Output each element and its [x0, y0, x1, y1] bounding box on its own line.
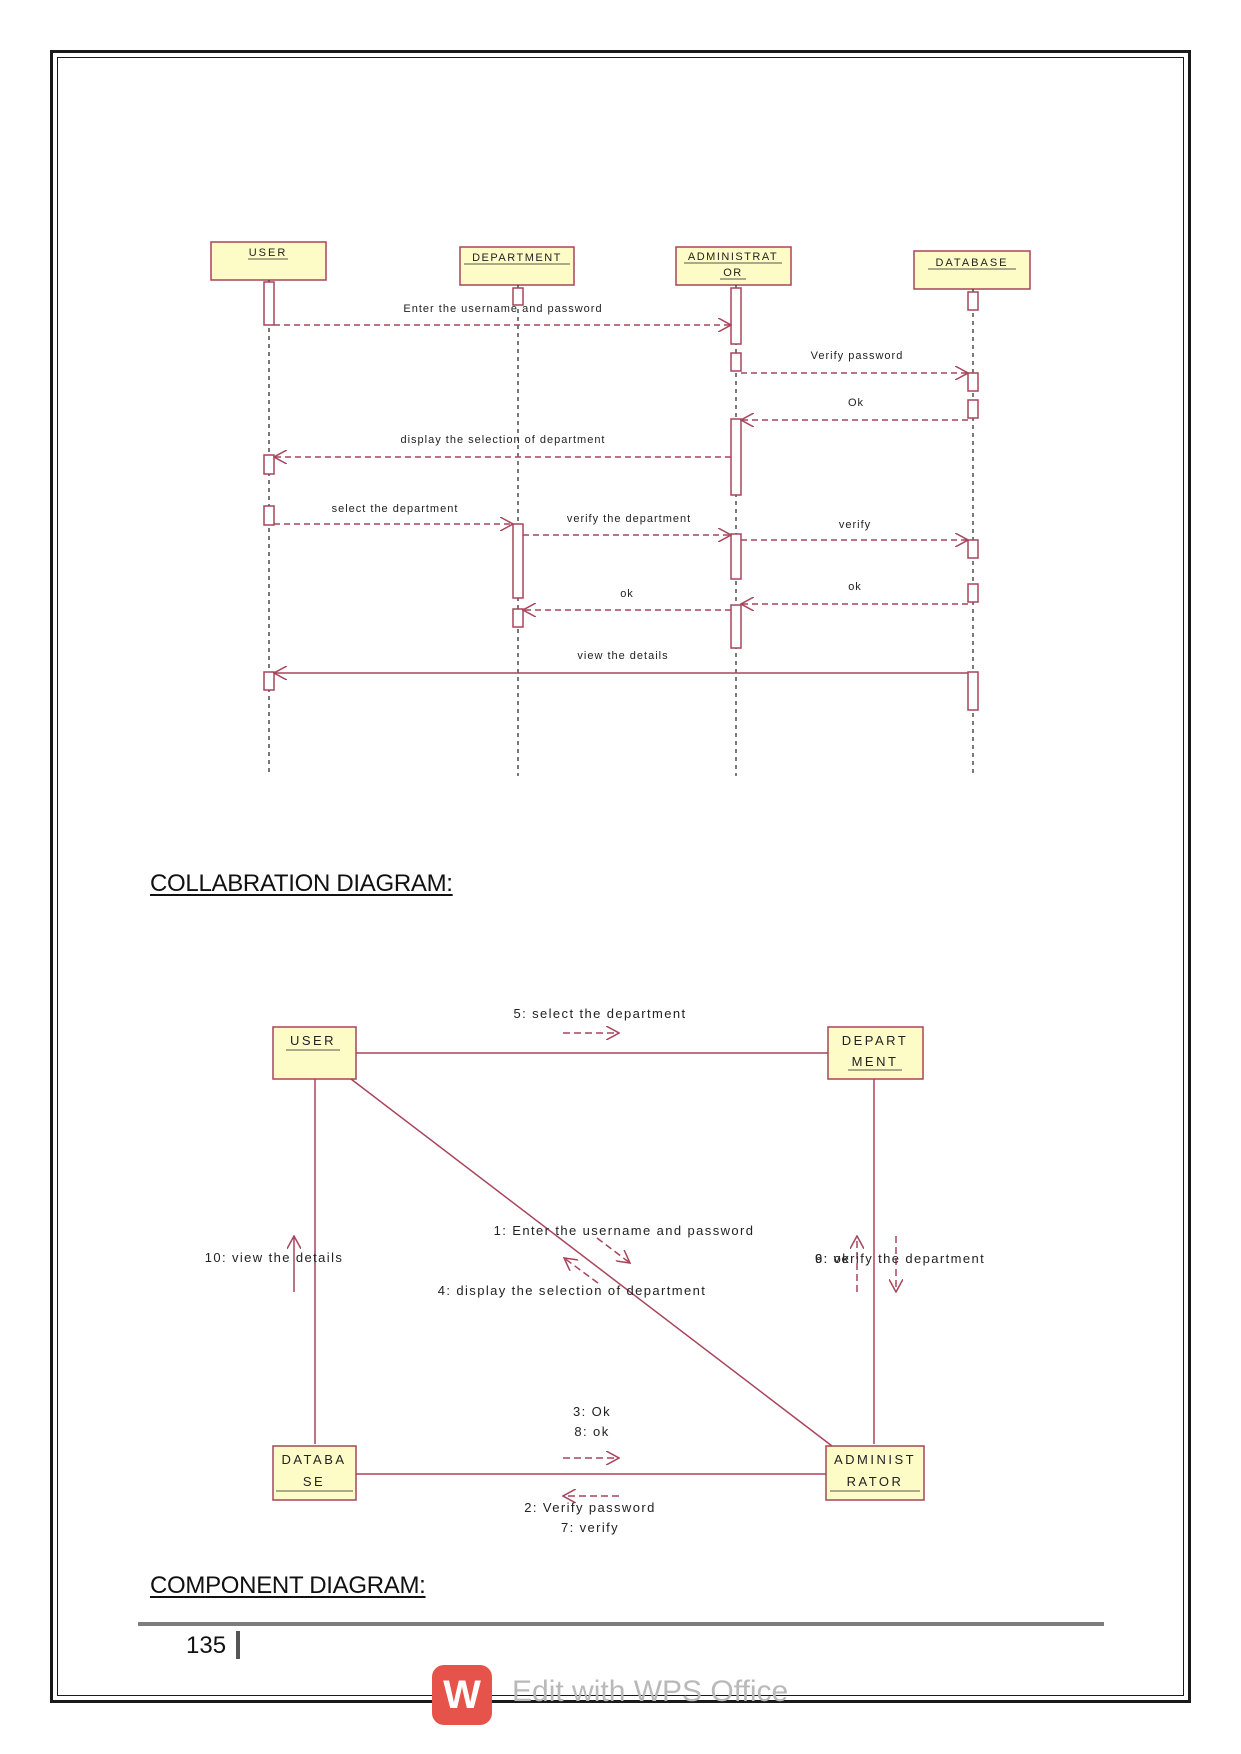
component-heading: COMPONENT DIAGRAM: [150, 1572, 426, 1599]
collab-object-department-label-1: DEPART [842, 1033, 909, 1048]
collab-message-arrows [294, 1033, 896, 1496]
activation-bar [263, 454, 275, 475]
activation-bar [730, 418, 742, 496]
page-number-bar [236, 1631, 240, 1659]
message-label-5: select the department [332, 503, 459, 515]
collab-label-verify-password: 2: Verify password [524, 1500, 655, 1515]
seq-object-department-label: DEPARTMENT [472, 252, 562, 264]
wps-watermark-text[interactable]: Edit with WPS Office [512, 1675, 789, 1708]
collaboration-diagram: USER DEPART MENT DATABA SE ADMINIST RATO… [205, 1006, 985, 1535]
collab-object-administrator-label-1: ADMINIST [834, 1452, 916, 1467]
collab-label-select-department: 5: select the department [513, 1006, 686, 1021]
collab-object-database: DATABA SE [272, 1445, 357, 1501]
collab-object-administrator-label-2: RATOR [847, 1474, 904, 1489]
footer-rule [138, 1622, 1104, 1626]
activation-bar [512, 523, 524, 599]
activation-bar [263, 671, 275, 691]
seq-object-administrator-label-1: ADMINISTRAT [688, 251, 778, 263]
message-label-8: ok [848, 581, 862, 593]
collab-label-view-details: 10: view the details [205, 1250, 344, 1265]
message-label-3: Ok [848, 397, 864, 409]
message-label-10: view the details [577, 650, 668, 662]
collab-message-labels: 5: select the department 1: Enter the us… [205, 1006, 985, 1535]
collab-label-ok-8: 8: ok [574, 1424, 609, 1439]
page-number: 135 [186, 1632, 227, 1659]
seq-activations [263, 281, 979, 711]
activation-bar [730, 287, 742, 345]
link-user-administrator [350, 1078, 833, 1447]
activation-bar [263, 505, 275, 526]
collaboration-heading: COLLABRATION DIAGRAM: [150, 870, 453, 897]
activation-bar [967, 671, 979, 711]
activation-bar [730, 604, 742, 649]
collab-object-user: USER [272, 1026, 357, 1080]
message-label-4: display the selection of department [401, 434, 606, 446]
message-label-7: verify [839, 519, 871, 531]
seq-object-database-label: DATABASE [935, 257, 1008, 269]
message-label-6: verify the department [567, 513, 691, 525]
collab-label-verify-7: 7: verify [561, 1520, 619, 1535]
message-label-2: Verify password [811, 350, 904, 362]
activation-bar [512, 608, 524, 628]
seq-object-department: DEPARTMENT [459, 246, 575, 286]
message-label-1: Enter the username and password [403, 303, 602, 315]
seq-message-labels: Enter the username and password Verify p… [332, 303, 904, 662]
activation-bar [967, 372, 979, 392]
activation-bar [730, 533, 742, 580]
seq-object-administrator-label-2: OR [723, 267, 743, 279]
collab-object-database-label-2: SE [303, 1474, 325, 1489]
activation-bar [967, 583, 979, 603]
arrow-display-selection [564, 1258, 599, 1284]
seq-object-user: USER [210, 241, 327, 281]
page-border-inner [57, 57, 1184, 1696]
page-border [50, 50, 1191, 1703]
collab-object-administrator: ADMINIST RATOR [825, 1445, 925, 1501]
activation-bar [730, 352, 742, 372]
sequence-diagram: USER DEPARTMENT ADMINISTRAT OR DATABASE [210, 241, 1031, 776]
collab-label-enter-username: 1: Enter the username and password [494, 1223, 755, 1238]
seq-messages [274, 325, 968, 673]
activation-bar [263, 281, 275, 326]
collab-object-database-label-1: DATABA [281, 1452, 346, 1467]
message-label-9: ok [620, 588, 634, 600]
collab-label-verify-department: 9: verify the department [815, 1251, 985, 1266]
collab-label-verify-department-overlap: 6: ok [815, 1251, 850, 1266]
collab-object-user-label: USER [290, 1033, 336, 1048]
seq-object-administrator: ADMINISTRAT OR [675, 246, 792, 286]
arrow-enter-username [596, 1237, 630, 1263]
collab-object-department: DEPART MENT [827, 1026, 924, 1080]
collab-label-ok-3: 3: Ok [573, 1404, 611, 1419]
activation-bar [967, 291, 979, 311]
seq-object-database: DATABASE [913, 250, 1031, 290]
wps-logo-icon[interactable]: W [432, 1665, 492, 1725]
activation-bar [967, 399, 979, 419]
collab-object-department-label-2: MENT [852, 1054, 899, 1069]
seq-object-user-label: USER [249, 247, 288, 259]
collab-label-display-selection: 4: display the selection of department [438, 1283, 707, 1298]
activation-bar [512, 287, 524, 306]
activation-bar [967, 539, 979, 559]
collab-links [314, 1052, 875, 1475]
